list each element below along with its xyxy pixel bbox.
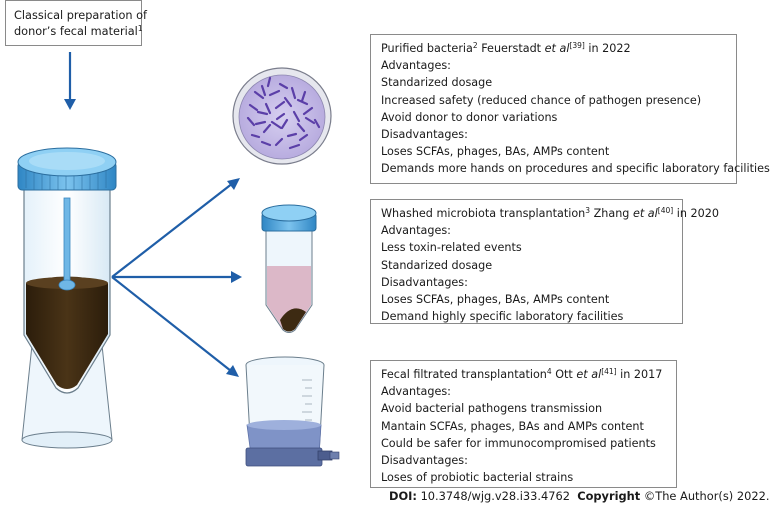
advantage-item: Increased safety (reduced chance of path… [381, 93, 702, 107]
advantage-item: Avoid bacterial pathogens transmission [381, 402, 603, 416]
fecal-tube-icon [17, 147, 117, 449]
washed-microbiota-box: Whashed microbiota transplantation3 Zhan… [370, 199, 719, 324]
fecal-filtrated-box: Fecal filtrated transplantation4 Ott et … [370, 360, 677, 488]
advantages-label: Advantages: [381, 59, 451, 73]
illustration-layer [17, 52, 340, 467]
advantage-item: Could be safer for immunocompromised pat… [381, 436, 656, 450]
disadvantages-label: Disadvantages: [381, 454, 468, 468]
disadvantages-label: Disadvantages: [381, 128, 468, 142]
advantages-label: Advantages: [381, 385, 451, 399]
disadvantage-item: Loses SCFAs, phages, BAs, AMPs content [381, 293, 610, 307]
advantages-label: Advantages: [381, 224, 451, 238]
copyright-text: ©The Author(s) 2022. [643, 489, 770, 503]
filter-apparatus-icon [245, 356, 340, 467]
disadvantage-item: Demand highly specific laboratory facili… [381, 310, 624, 324]
washed-tube-icon [261, 204, 317, 333]
advantage-item: Mantain SCFAs, phages, BAs and AMPs cont… [381, 419, 644, 433]
source-line-2: donor’s fecal material [14, 25, 138, 38]
advantage-item: Standarized dosage [381, 258, 493, 272]
down-arrow [64, 52, 76, 110]
advantage-item: Standarized dosage [381, 76, 493, 90]
method-title: Fecal filtrated transplantation4 Ott et … [381, 367, 663, 381]
advantage-item: Less toxin-related events [381, 241, 522, 255]
advantage-item: Avoid donor to donor variations [381, 110, 558, 124]
disadvantages-label: Disadvantages: [381, 275, 468, 289]
disadvantage-item: Demands more hands on procedures and spe… [381, 162, 770, 176]
doi-text: 10.3748/wjg.v28.i33.4762 [420, 489, 570, 503]
footer-citation: DOI: 10.3748/wjg.v28.i33.4762 Copyright … [389, 489, 770, 503]
disadvantage-item: Loses of probiotic bacterial strains [381, 471, 574, 485]
branch-arrows [111, 178, 242, 377]
source-sup: 1 [137, 24, 143, 33]
method-title: Whashed microbiota transplantation3 Zhan… [381, 206, 719, 220]
purified-bacteria-box: Purified bacteria2 Feuerstadt et al[39] … [370, 34, 770, 184]
disadvantage-item: Loses SCFAs, phages, BAs, AMPs content [381, 145, 610, 159]
source-line-1: Classical preparation of [14, 9, 148, 22]
source-box: Classical preparation of donor’s fecal m… [5, 0, 148, 46]
method-title: Purified bacteria2 Feuerstadt et al[39] … [381, 41, 631, 55]
petri-dish-icon [232, 67, 332, 165]
